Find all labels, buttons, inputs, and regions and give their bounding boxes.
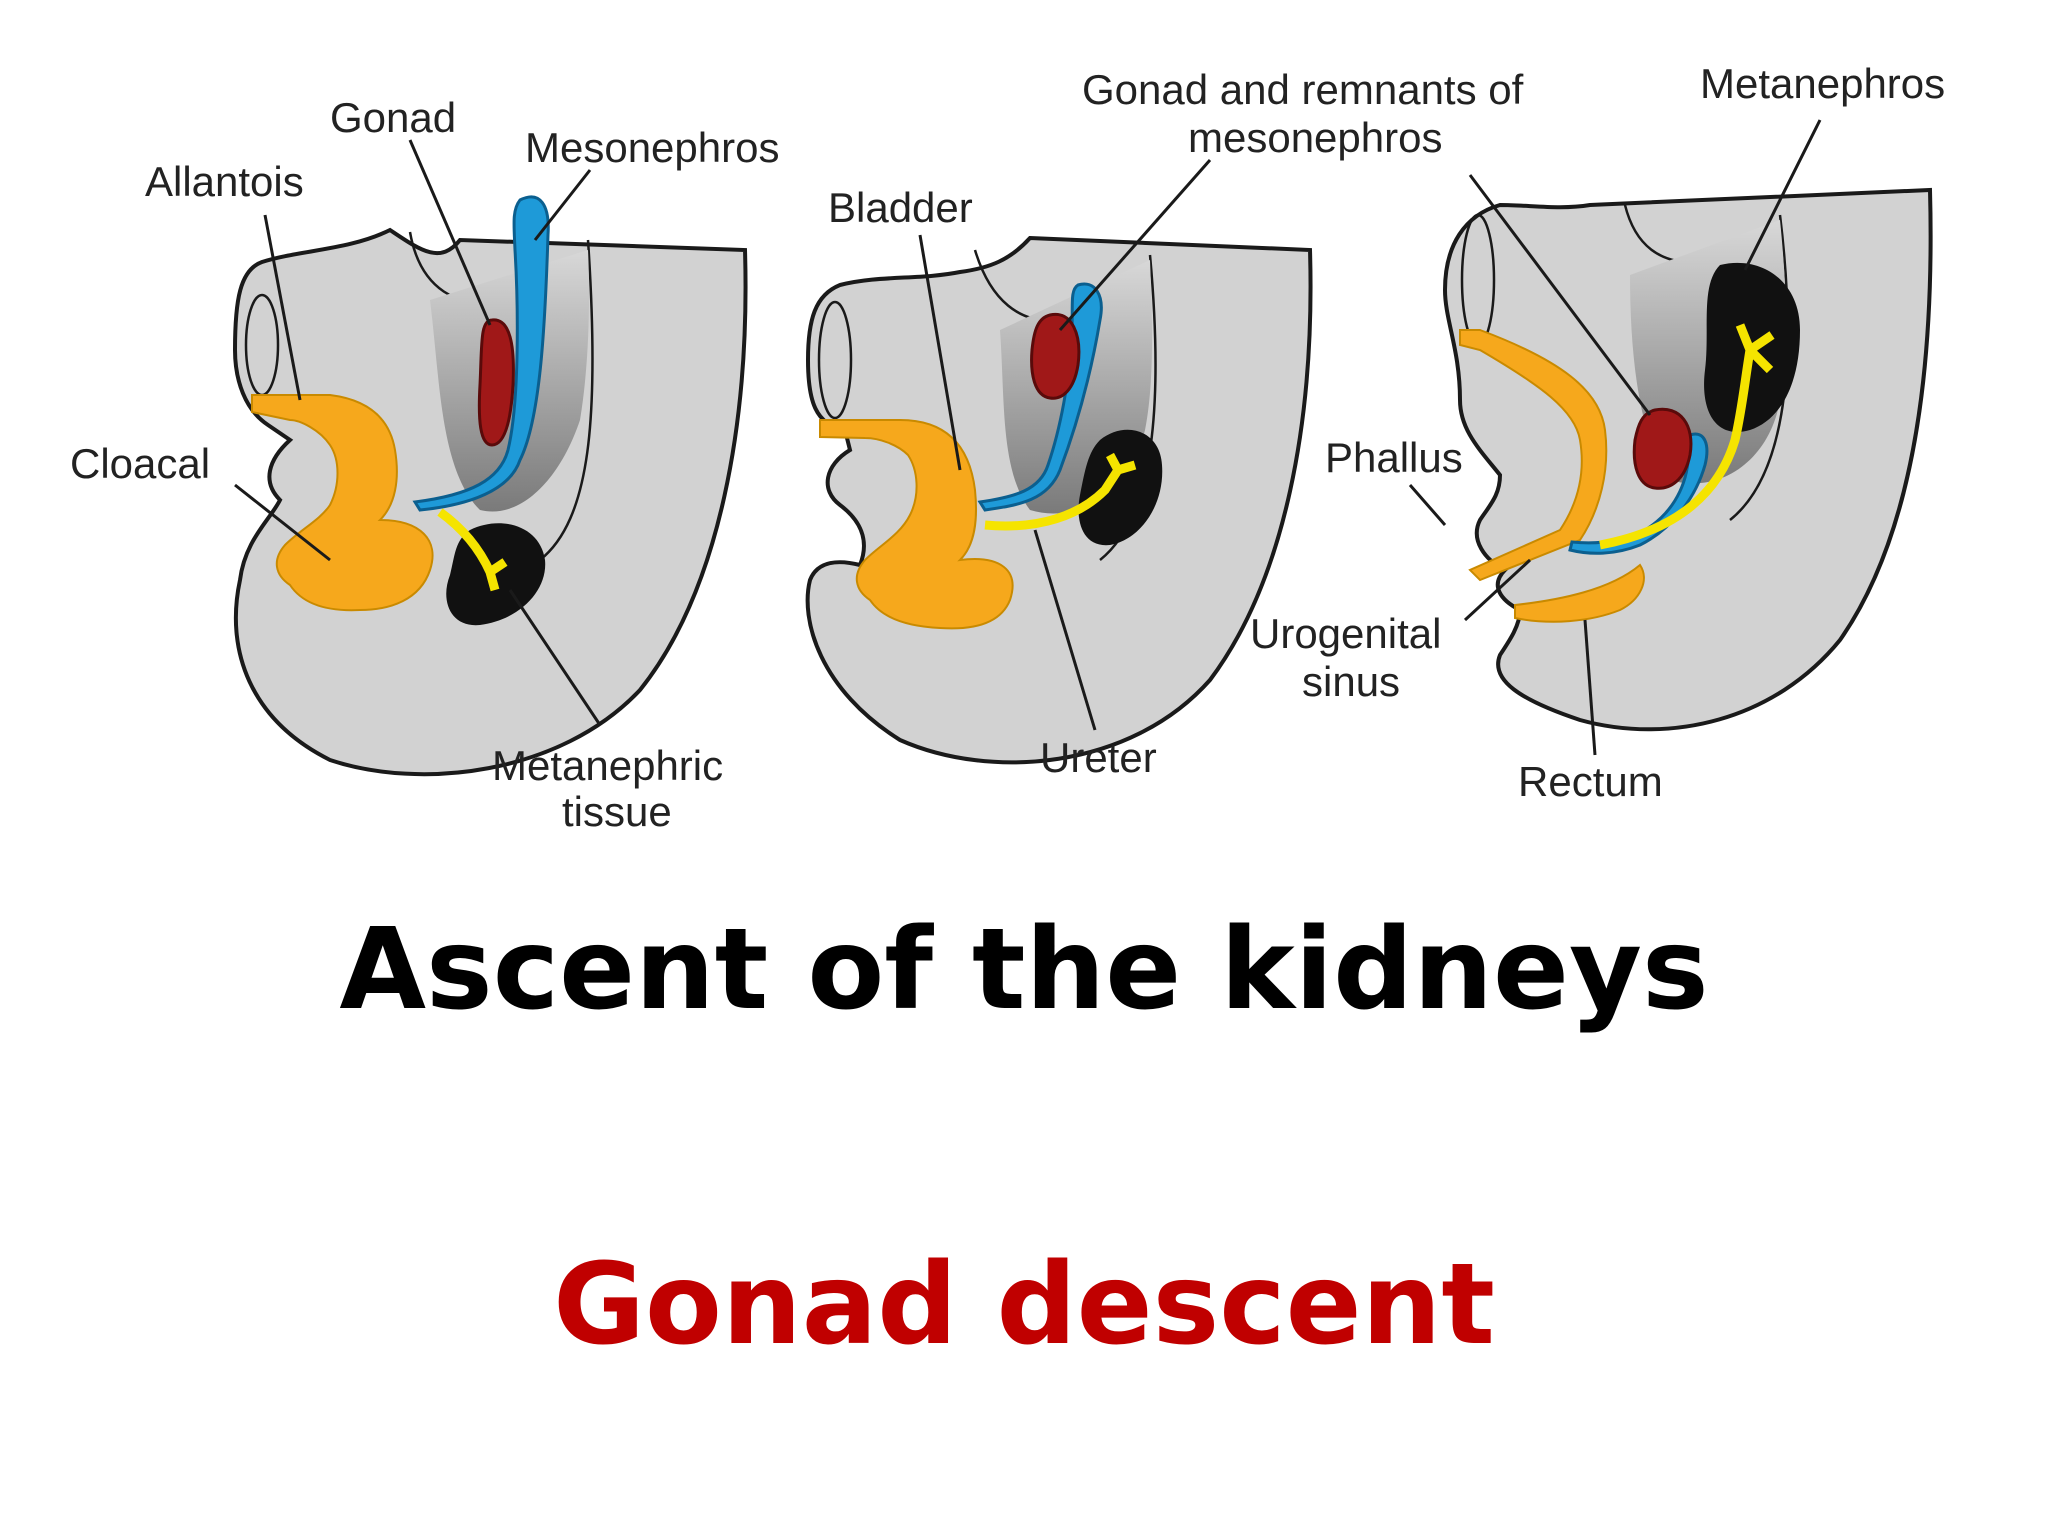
label-gonad: Gonad — [330, 94, 456, 141]
leader-gonad-remnants — [1058, 159, 1212, 331]
label-bladder: Bladder — [828, 184, 973, 231]
label-urogenital-sinus: sinus — [1302, 658, 1400, 705]
ureter-bud-1 — [437, 508, 508, 592]
gut-1 — [251, 394, 434, 612]
embryo-diagram: Allantois Gonad Mesonephros Cloacal Meta… — [70, 60, 1945, 835]
leader-rectum — [1583, 619, 1597, 756]
label-metanephric-tissue: tissue — [562, 788, 672, 835]
leader-cloacal — [234, 483, 331, 562]
leader-bladder — [918, 234, 962, 471]
stage-2-embryo — [805, 235, 1313, 765]
metanephros-2 — [1078, 429, 1163, 546]
leader-gonad — [408, 139, 492, 326]
label-ureter: Ureter — [1040, 734, 1157, 781]
stage-1-embryo — [232, 195, 748, 777]
gut-2 — [819, 419, 1014, 630]
leader-lines — [234, 119, 1822, 756]
label-cloacal: Cloacal — [70, 440, 210, 487]
label-rectum: Rectum — [1518, 758, 1663, 805]
label-gonad-remnants-mesonephros: mesonephros — [1188, 114, 1442, 161]
leader-ureter — [1033, 529, 1097, 731]
leader-mesonephros — [533, 169, 592, 241]
metanephric-tissue-1 — [446, 523, 546, 626]
stage-3-embryo — [1442, 187, 1933, 732]
mesonephros-1 — [412, 195, 550, 512]
leader-metanephric — [508, 589, 602, 726]
leader-urogenital — [1463, 558, 1532, 622]
ureter-3 — [1599, 323, 1775, 550]
label-metanephros: Metanephros — [1700, 60, 1945, 107]
label-phallus: Phallus — [1325, 434, 1463, 481]
leader-gonad-remnants-3 — [1468, 174, 1652, 416]
slide-title: Ascent of the kidneys — [339, 905, 1709, 1035]
gonad-2 — [1030, 312, 1081, 400]
ureter-2 — [984, 452, 1137, 531]
label-urogenital: Urogenital — [1250, 610, 1441, 657]
slide-subtitle: Gonad descent — [553, 1240, 1495, 1370]
label-allantois: Allantois — [145, 158, 304, 205]
leader-phallus — [1408, 484, 1447, 526]
diagram-labels: Allantois Gonad Mesonephros Cloacal Meta… — [70, 60, 1945, 835]
leader-allantois — [263, 214, 302, 401]
gonad-1 — [477, 318, 515, 447]
label-gonad-remnants: Gonad and remnants of — [1082, 66, 1524, 113]
label-metanephric: Metanephric — [492, 742, 723, 789]
gonad-3 — [1632, 407, 1693, 490]
rectum-3 — [1514, 563, 1645, 623]
label-mesonephros: Mesonephros — [525, 124, 779, 171]
leader-metanephros — [1743, 119, 1822, 271]
